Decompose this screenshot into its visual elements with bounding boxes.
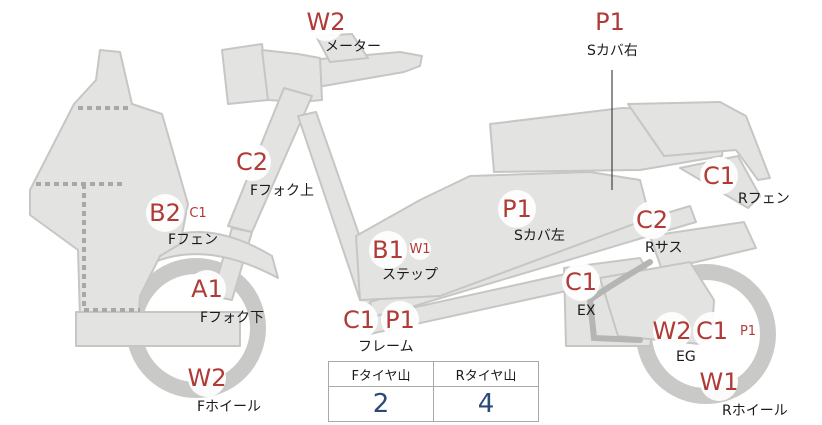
table-header-rear-tire: Rタイヤ山 [433, 361, 539, 387]
badge-f-wheel: W2 [188, 359, 227, 397]
badge-step-sub: W1 [409, 238, 431, 260]
badge-r-fender: C1 [700, 157, 738, 195]
label-f-fork-upper: Fフォク上 [250, 183, 315, 199]
side-cover-left [355, 171, 651, 301]
label-exhaust: EX [577, 303, 596, 319]
badge-s-cover-right: P1 [591, 3, 629, 41]
front-under-panel [75, 311, 241, 347]
label-r-suspension: Rサス [645, 240, 683, 256]
label-f-fork-lower: Fフォク下 [200, 310, 265, 326]
badge-f-fork-upper: C2 [233, 143, 271, 181]
tire-tread-table: Fタイヤ山 Rタイヤ山 2 4 [328, 361, 539, 422]
label-f-fender: Fフェン [168, 232, 219, 248]
badge-f-fork-lower: A1 [188, 270, 226, 308]
badge-r-wheel: W1 [700, 363, 739, 401]
badge-r-suspension: C2 [633, 201, 671, 239]
label-meter: メーター [325, 39, 381, 55]
cowl-seams [36, 106, 140, 312]
label-s-cover-left: Sカバ左 [514, 228, 565, 244]
badge-meter: W2 [307, 3, 346, 41]
rear-suspension [649, 221, 757, 271]
meter-housing [261, 49, 323, 103]
badge-f-fender-main: B2 [146, 194, 184, 232]
label-r-fender: Rフェン [738, 191, 790, 207]
headlight [221, 43, 269, 105]
table-header-front-tire: Fタイヤ山 [328, 361, 434, 387]
rear-cowl [627, 101, 771, 181]
label-step: ステップ [382, 267, 438, 283]
exhaust-pipe [586, 259, 653, 343]
table-value-front-tire: 2 [328, 386, 434, 422]
label-r-wheel: Rホイール [722, 403, 788, 419]
badge-step-main: B1 [369, 231, 407, 269]
badge-frame-2: P1 [381, 301, 419, 339]
table-header-row: Fタイヤ山 Rタイヤ山 [328, 361, 539, 387]
label-engine: EG [676, 349, 696, 365]
label-s-cover-right: Sカバ右 [587, 43, 638, 59]
badge-f-fender-sub: C1 [187, 202, 209, 224]
badge-s-cover-left: P1 [498, 190, 536, 228]
badge-engine-2: C1 [693, 312, 731, 350]
table-value-row: 2 4 [328, 386, 539, 422]
front-cowl [29, 49, 189, 331]
badge-engine-3: P1 [737, 320, 759, 342]
table-value-rear-tire: 4 [433, 386, 539, 422]
label-f-wheel: Fホイール [197, 399, 262, 415]
badge-engine-1: W2 [653, 312, 692, 350]
badge-exhaust: C1 [562, 263, 600, 301]
badge-frame-1: C1 [340, 301, 378, 339]
label-frame: フレーム [358, 339, 414, 355]
